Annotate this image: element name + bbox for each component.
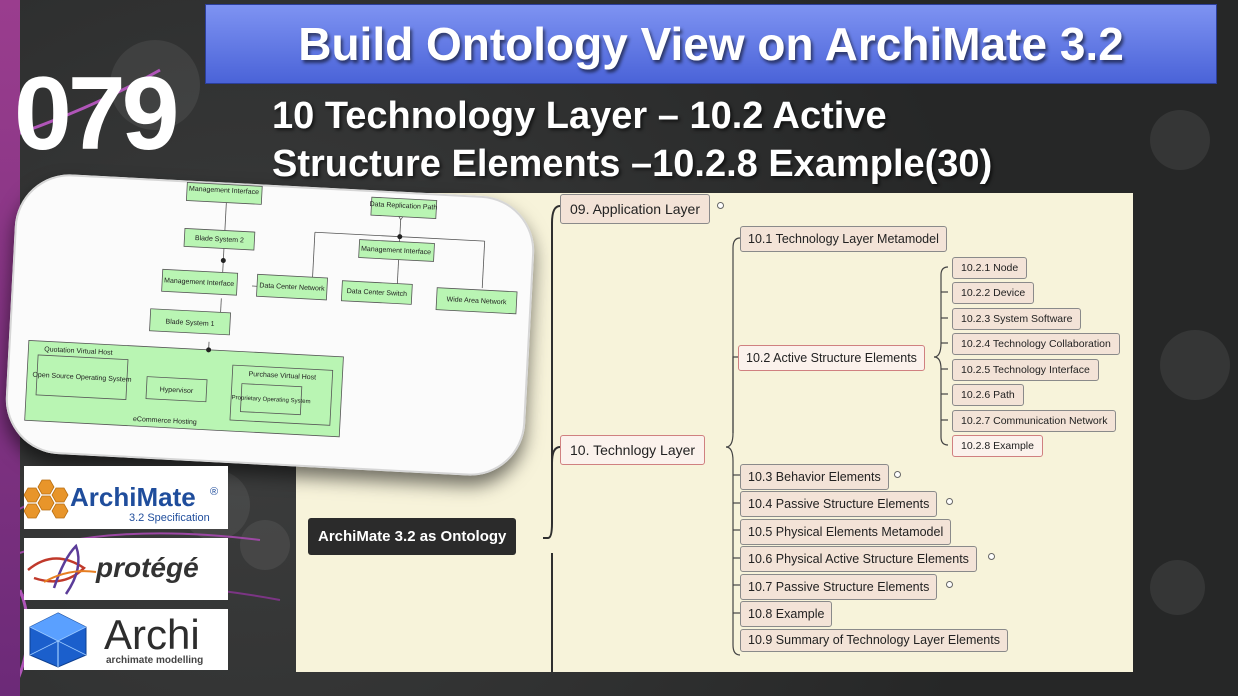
mindmap-root-node[interactable]: ArchiMate 3.2 as Ontology bbox=[308, 518, 517, 555]
subtitle-line-2: Structure Elements –10.2.8 Example(30) bbox=[272, 143, 993, 185]
episode-number: 079 bbox=[14, 56, 180, 172]
archimate-logo: ArchiMate ® 3.2 Specification bbox=[24, 466, 228, 529]
archi-tagline: archimate modelling bbox=[106, 655, 204, 666]
diagram-label: Hypervisor bbox=[160, 386, 194, 395]
diagram-label: Data Replication Path bbox=[369, 201, 437, 212]
diagram-label: Blade System 1 bbox=[165, 319, 214, 329]
node-example-sub[interactable]: 10.2.8 Example bbox=[952, 435, 1043, 457]
subtitle: 10 Technology Layer – 10.2 Active Struct… bbox=[272, 92, 992, 188]
diagram-label: Purchase Virtual Host bbox=[248, 371, 316, 382]
node-physical-active-structure[interactable]: 10.6 Physical Active Structure Elements bbox=[740, 546, 977, 572]
diagram-element bbox=[370, 196, 438, 219]
protege-logo: protégé bbox=[24, 538, 228, 600]
protege-swirl-icon bbox=[27, 543, 97, 595]
expand-toggle[interactable] bbox=[988, 553, 995, 560]
node-example[interactable]: 10.8 Example bbox=[740, 601, 833, 627]
diagram-element bbox=[145, 376, 208, 403]
diagram-element bbox=[185, 182, 263, 205]
diagram-element bbox=[183, 227, 256, 251]
archi-wordmark: Archi bbox=[104, 611, 200, 658]
diagram-label: Management Interface bbox=[361, 246, 431, 257]
diagram-label: Proprietary Operating System bbox=[231, 395, 310, 405]
node-summary[interactable]: 10.9 Summary of Technology Layer Element… bbox=[740, 629, 1008, 652]
registered-mark: ® bbox=[210, 486, 219, 498]
junction-marker bbox=[220, 257, 226, 263]
expand-toggle[interactable] bbox=[946, 498, 953, 505]
diagram-element bbox=[340, 280, 413, 305]
node-system-software[interactable]: 10.2.3 System Software bbox=[952, 308, 1082, 330]
expand-toggle[interactable] bbox=[894, 471, 901, 478]
node-behavior-elements[interactable]: 10.3 Behavior Elements bbox=[740, 464, 889, 490]
node-active-structure-elements[interactable]: 10.2 Active Structure Elements bbox=[738, 345, 925, 371]
diagram-element bbox=[240, 383, 303, 416]
node-technology-collaboration[interactable]: 10.2.4 Technology Collaboration bbox=[952, 333, 1120, 355]
archimate-example-diagram: Management Interface Data Replication Pa… bbox=[3, 171, 537, 479]
archi-cube-icon bbox=[29, 612, 87, 668]
diagram-label: Data Center Network bbox=[259, 282, 325, 292]
node-technology-metamodel[interactable]: 10.1 Technology Layer Metamodel bbox=[740, 226, 947, 252]
diagram-element bbox=[149, 308, 231, 336]
archimate-wordmark: ArchiMate bbox=[70, 482, 196, 512]
diagram-element bbox=[358, 239, 435, 262]
diagram-label: Management Interface bbox=[164, 277, 234, 288]
expand-toggle[interactable] bbox=[717, 202, 724, 209]
archi-logo: Archi archimate modelling bbox=[24, 609, 228, 670]
diagram-label: Quotation Virtual Host bbox=[44, 346, 113, 357]
node-physical-elements-metamodel[interactable]: 10.5 Physical Elements Metamodel bbox=[740, 519, 952, 545]
node-node[interactable]: 10.2.1 Node bbox=[952, 257, 1028, 279]
node-technology-layer[interactable]: 10. Technlogy Layer bbox=[560, 435, 706, 465]
diagram-label: Wide Area Network bbox=[446, 296, 507, 306]
junction-marker bbox=[206, 347, 212, 353]
diagram-element bbox=[435, 287, 518, 315]
bokeh-light bbox=[240, 520, 290, 570]
diagram-element bbox=[256, 273, 328, 301]
subtitle-line-1: 10 Technology Layer – 10.2 Active bbox=[272, 95, 887, 137]
junction-marker bbox=[397, 234, 403, 240]
page-title: Build Ontology View on ArchiMate 3.2 bbox=[298, 18, 1124, 70]
diagram-label: Blade System 2 bbox=[195, 235, 244, 245]
title-banner: Build Ontology View on ArchiMate 3.2 bbox=[205, 4, 1217, 84]
node-technology-interface[interactable]: 10.2.5 Technology Interface bbox=[952, 359, 1099, 381]
archimate-spec-label: 3.2 Specification bbox=[129, 512, 210, 524]
bokeh-light bbox=[1160, 330, 1230, 400]
diagram-element bbox=[161, 268, 239, 296]
diagram-element bbox=[35, 354, 129, 400]
node-device[interactable]: 10.2.2 Device bbox=[952, 282, 1035, 304]
archimate-hexagon-icon bbox=[24, 479, 69, 519]
node-passive-structure-elements-2[interactable]: 10.7 Passive Structure Elements bbox=[740, 574, 938, 600]
node-application-layer[interactable]: 09. Application Layer bbox=[560, 194, 710, 224]
mindmap-connectors bbox=[543, 205, 949, 672]
bokeh-light bbox=[1150, 110, 1210, 170]
diagram-label: Data Center Switch bbox=[347, 288, 408, 298]
diagram-label: Management Interface bbox=[189, 186, 259, 197]
triangle-marker bbox=[398, 216, 404, 221]
expand-toggle[interactable] bbox=[946, 581, 953, 588]
protege-wordmark: protégé bbox=[96, 552, 199, 583]
node-communication-network[interactable]: 10.2.7 Communication Network bbox=[952, 410, 1117, 432]
node-path[interactable]: 10.2.6 Path bbox=[952, 384, 1024, 406]
bokeh-light bbox=[110, 40, 200, 130]
node-passive-structure-elements[interactable]: 10.4 Passive Structure Elements bbox=[740, 491, 938, 517]
bokeh-light bbox=[1150, 560, 1205, 615]
diagram-label: eCommerce Hosting bbox=[133, 416, 197, 426]
diagram-canvas: Management Interface Data Replication Pa… bbox=[24, 182, 518, 438]
